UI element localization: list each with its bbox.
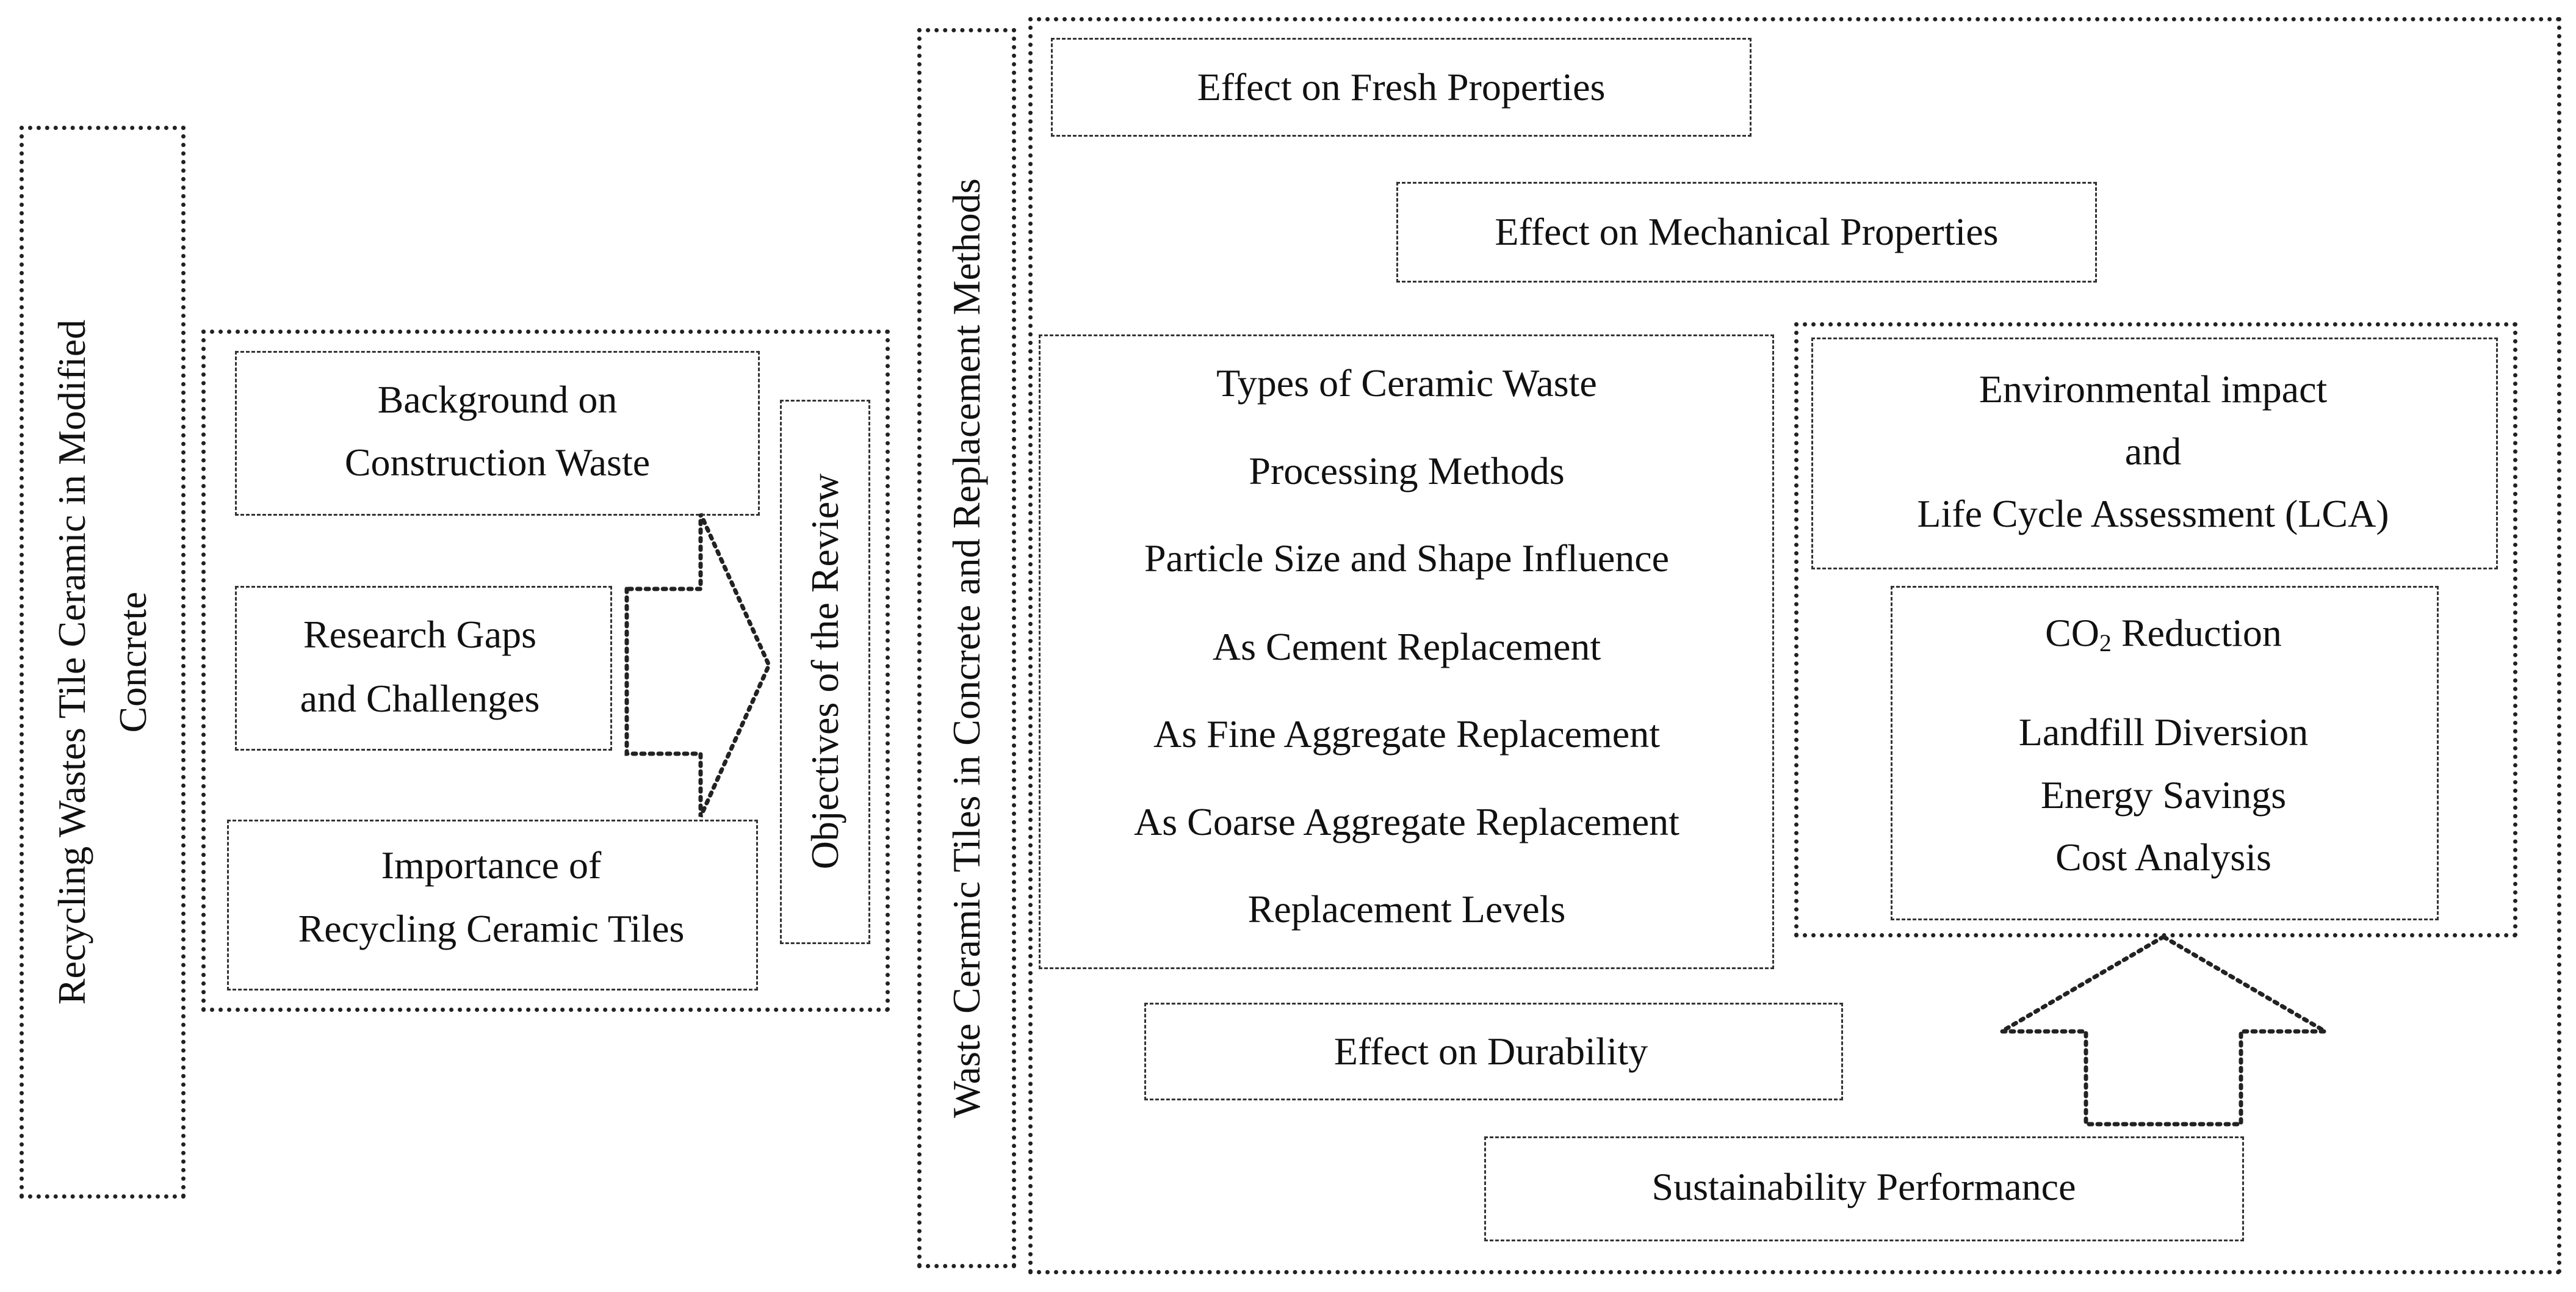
objectives-title: Objectives of the Review [803, 473, 846, 870]
importance-line-1: Importance of [381, 843, 602, 887]
co2-subscript: 2 [2099, 630, 2112, 657]
co2-suffix: Reduction [2111, 611, 2282, 655]
main-title-line-1: Recycling Wastes Tile Ceramic in Modifie… [50, 319, 93, 1005]
main-title-box [20, 126, 186, 1199]
mechanical-properties-label: Effect on Mechanical Properties [1495, 210, 1999, 253]
ceramic-item: As Fine Aggregate Replacement [1153, 712, 1660, 756]
background-box [235, 351, 760, 516]
mechanical-properties-box [1396, 182, 2097, 283]
gaps-line-1: Research Gaps [303, 613, 537, 656]
impact-item: Cost Analysis [2055, 835, 2271, 879]
methods-frame [1028, 17, 2561, 1274]
ceramic-item: Processing Methods [1249, 449, 1565, 493]
sustainability-label: Sustainability Performance [1651, 1165, 2076, 1208]
importance-box [227, 820, 758, 991]
background-line-1: Background on [377, 378, 618, 421]
background-line-2: Construction Waste [344, 441, 651, 484]
co2-prefix: CO [2045, 611, 2099, 655]
ceramic-item: Types of Ceramic Waste [1216, 361, 1597, 405]
lca-line-2: and [2124, 430, 2182, 473]
fresh-properties-label: Effect on Fresh Properties [1197, 65, 1606, 109]
impacts-box [1891, 586, 2439, 920]
co2-reduction-label: CO2 Reduction [2045, 613, 2282, 655]
main-title-line-2: Concrete [111, 591, 154, 733]
objectives-box [780, 400, 870, 944]
durability-box [1144, 1003, 1843, 1100]
importance-line-2: Recycling Ceramic Tiles [298, 907, 685, 950]
ceramic-item: Replacement Levels [1247, 887, 1566, 931]
lca-line-1: Environmental impact [1979, 367, 2328, 411]
ceramic-item: Particle Size and Shape Influence [1144, 536, 1670, 580]
fresh-properties-box [1051, 38, 1752, 137]
methods-title: Waste Ceramic Tiles in Concrete and Repl… [945, 178, 988, 1118]
impact-item: Energy Savings [2040, 773, 2287, 817]
lca-line-3: Life Cycle Assessment (LCA) [1917, 492, 2389, 535]
gaps-line-2: and Challenges [300, 677, 540, 720]
up-arrow-to-environment [1994, 934, 2333, 1127]
methods-title-box [917, 28, 1016, 1268]
ceramic-item: As Coarse Aggregate Replacement [1134, 800, 1679, 843]
ceramic-item: As Cement Replacement [1212, 625, 1601, 668]
intro-group [201, 330, 890, 1012]
ceramic-list-box [1039, 334, 1774, 969]
lca-box [1811, 337, 2498, 569]
gaps-box [235, 586, 612, 751]
right-arrow-to-objectives [624, 513, 771, 818]
impact-item: Landfill Diversion [2018, 710, 2309, 754]
sustainability-box [1484, 1136, 2244, 1241]
environment-group [1794, 322, 2517, 937]
durability-label: Effect on Durability [1333, 1030, 1648, 1073]
